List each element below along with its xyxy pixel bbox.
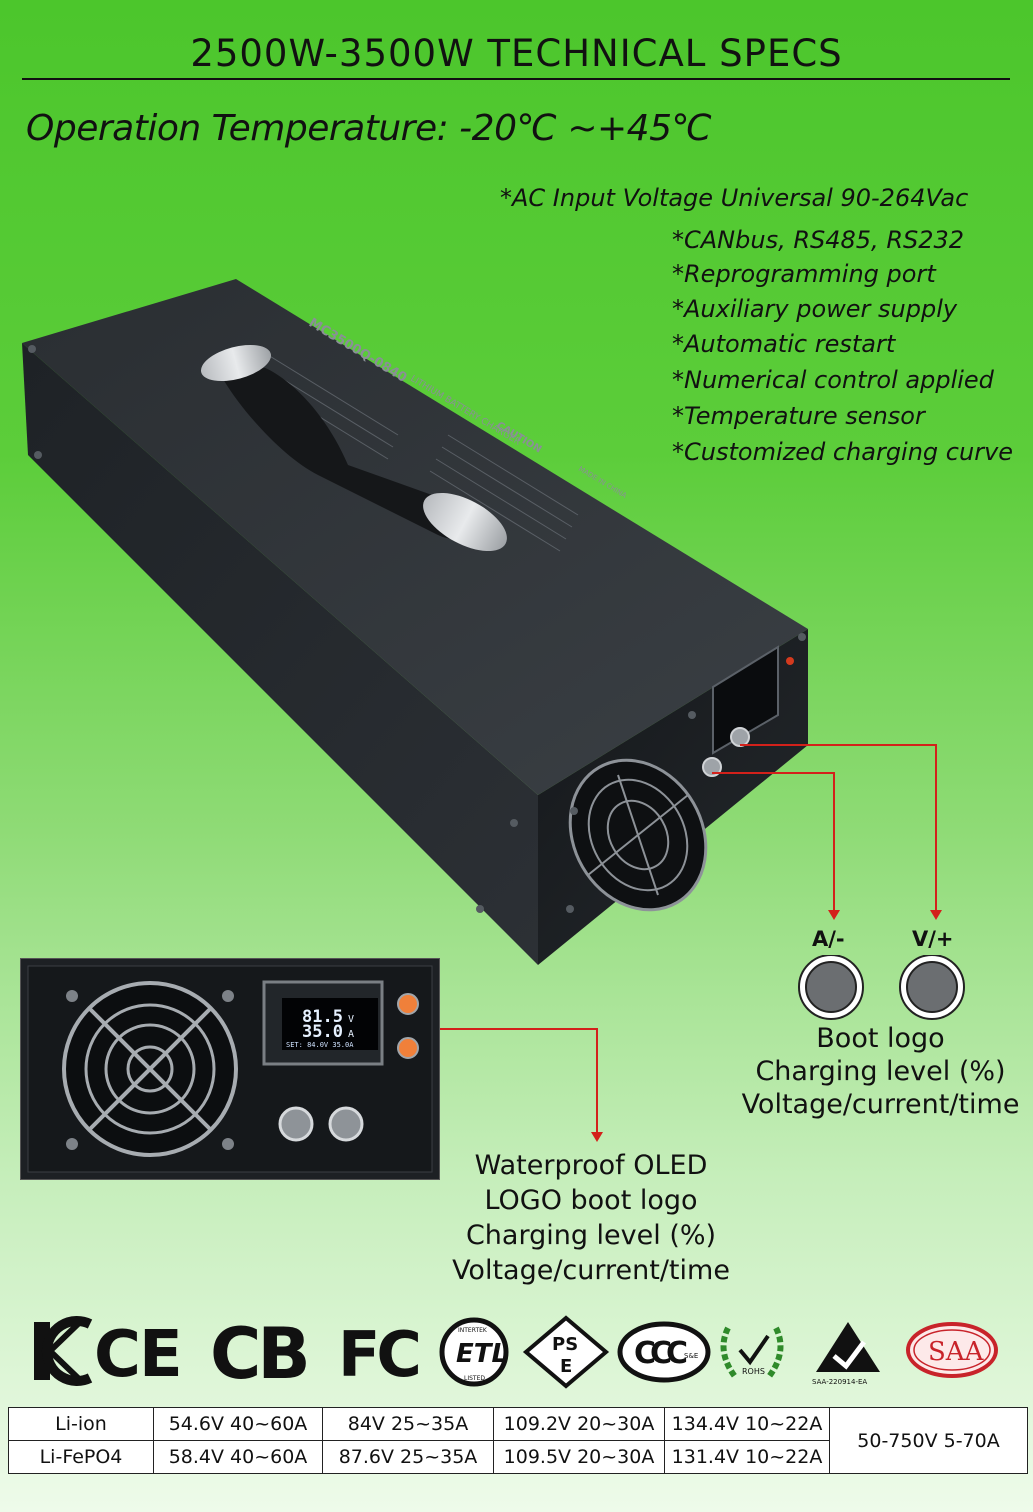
panel-fan [62, 981, 238, 1157]
panel-led-top [397, 993, 419, 1015]
feature-item: *CANbus, RS485, RS232 [672, 226, 965, 254]
pse-logo: PS E [522, 1315, 610, 1389]
panel-terminal-right[interactable] [328, 1106, 364, 1142]
feature-item: *Auxiliary power supply [672, 295, 958, 323]
connector-a-icon [798, 955, 864, 1020]
oled-desc-line: Voltage/current/time [452, 1255, 730, 1286]
pse-top-text: PS [552, 1334, 578, 1355]
connector-group: A/- V/+ [790, 925, 990, 1025]
feature-item: *Temperature sensor [672, 402, 925, 430]
oled-current: 35.0 [302, 1022, 343, 1042]
feature-item: *Automatic restart [672, 330, 896, 358]
connector-desc-line: Charging level (%) [755, 1056, 1006, 1087]
feature-item: *Customized charging curve [672, 438, 1014, 466]
charger-screws [28, 345, 806, 913]
oled-desc-line: LOGO boot logo [484, 1185, 698, 1216]
rcm-text: SAA-220914-EA [812, 1378, 867, 1386]
oled-voltage: 81.5 [302, 1007, 343, 1027]
saa-logo: SAA [906, 1322, 998, 1378]
cb-logo: CB [210, 1313, 307, 1392]
charger-handle[interactable] [197, 338, 516, 563]
etl-text: ETL [456, 1339, 508, 1369]
rohs-text: ROHS [742, 1367, 765, 1376]
operation-temperature: Operation Temperature: -20℃ ~+45℃ [26, 108, 712, 149]
saa-text: SAA [928, 1337, 985, 1367]
connector-icons [798, 955, 965, 1020]
ccc-text: CCC [634, 1336, 687, 1371]
oled-screen [282, 998, 378, 1050]
panel-terminal-left[interactable] [278, 1106, 314, 1142]
connector-desc-line: Voltage/current/time [741, 1089, 1020, 1120]
spec-cell: 109.5V 20~30A [493, 1440, 665, 1474]
front-led-indicator [786, 657, 794, 665]
spec-cell: 84V 25~35A [322, 1407, 494, 1441]
table-row: Li-FePO4 58.4V 40~60A 87.6V 25~35A 109.5… [8, 1440, 1028, 1474]
voltage-range-cell: 50-750V 5-70A [829, 1407, 1028, 1474]
feature-item: *Reprogramming port [672, 260, 936, 288]
spec-cell: 109.2V 20~30A [493, 1407, 665, 1441]
title-underline [22, 78, 1010, 80]
kc-logo [34, 1316, 93, 1386]
connector-a-label: A/- [812, 927, 845, 951]
page-title: 2500W-3500W TECHNICAL SPECS [190, 32, 843, 75]
ccc-sub-text: S&E [684, 1352, 698, 1360]
connector-description: Boot logo Charging level (%) Voltage/cur… [728, 1022, 1033, 1121]
certification-logos: CE CB FC ETL INTERTEK LISTED PS E CCC S&… [34, 1313, 998, 1392]
panel-led-bottom [397, 1037, 419, 1059]
panel-fan-screws [66, 990, 234, 1150]
front-display [712, 645, 779, 755]
label-lines [257, 354, 579, 552]
charger-side-face [22, 343, 538, 965]
front-panel-photo: 81.5 V 35.0 A SET: 84.0V 35.0A [20, 958, 440, 1180]
oled-voltage-unit: V [348, 1014, 354, 1025]
spec-cell: 87.6V 25~35A [322, 1440, 494, 1474]
chemistry-cell: Li-ion [8, 1407, 154, 1441]
oled-desc-line: Waterproof OLED [474, 1150, 708, 1181]
spec-cell: 54.6V 40~60A [153, 1407, 323, 1441]
pse-bottom-text: E [560, 1356, 572, 1377]
oled-desc-line: Charging level (%) [465, 1220, 717, 1251]
charger-top-face [22, 279, 808, 795]
connector-v-icon [899, 955, 965, 1020]
connector-v-label: V/+ [912, 927, 954, 951]
spec-cell: 134.4V 10~22A [664, 1407, 830, 1441]
etl-logo: ETL INTERTEK LISTED [439, 1317, 509, 1387]
rcm-logo: SAA-220914-EA [812, 1322, 880, 1386]
oled-set-line: SET: 84.0V 35.0A [286, 1041, 354, 1049]
ce-logo: CE [94, 1318, 181, 1392]
table-row: Li-ion 54.6V 40~60A 84V 25~35A 109.2V 20… [8, 1407, 1028, 1474]
chemistry-cell: Li-FePO4 [8, 1440, 154, 1474]
etl-bottom-text: LISTED [464, 1375, 485, 1382]
etl-top-text: INTERTEK [458, 1327, 488, 1334]
fc-logo: FC [338, 1318, 418, 1391]
spec-table: Li-ion 54.6V 40~60A 84V 25~35A 109.2V 20… [8, 1407, 1028, 1474]
feature-list: *AC Input Voltage Universal 90-264Vac *C… [0, 0, 1033, 480]
feature-item: *Numerical control applied [672, 366, 994, 394]
ccc-logo: CCC S&E [617, 1321, 711, 1383]
connector-desc-line: Boot logo [816, 1023, 945, 1054]
spec-cell: 58.4V 40~60A [153, 1440, 323, 1474]
feature-item: *AC Input Voltage Universal 90-264Vac [500, 184, 969, 212]
oled-current-unit: A [348, 1029, 354, 1040]
charger-photo: MC3500Q-0840 LITHIUM BATTERY CHARGER CAU… [22, 279, 808, 965]
front-terminal-a[interactable] [702, 757, 722, 777]
oled-description: Waterproof OLED LOGO boot logo Charging … [426, 1148, 756, 1288]
rohs-logo: ROHS [720, 1326, 784, 1380]
front-fan [568, 758, 708, 912]
spec-cell: 131.4V 10~22A [664, 1440, 830, 1474]
